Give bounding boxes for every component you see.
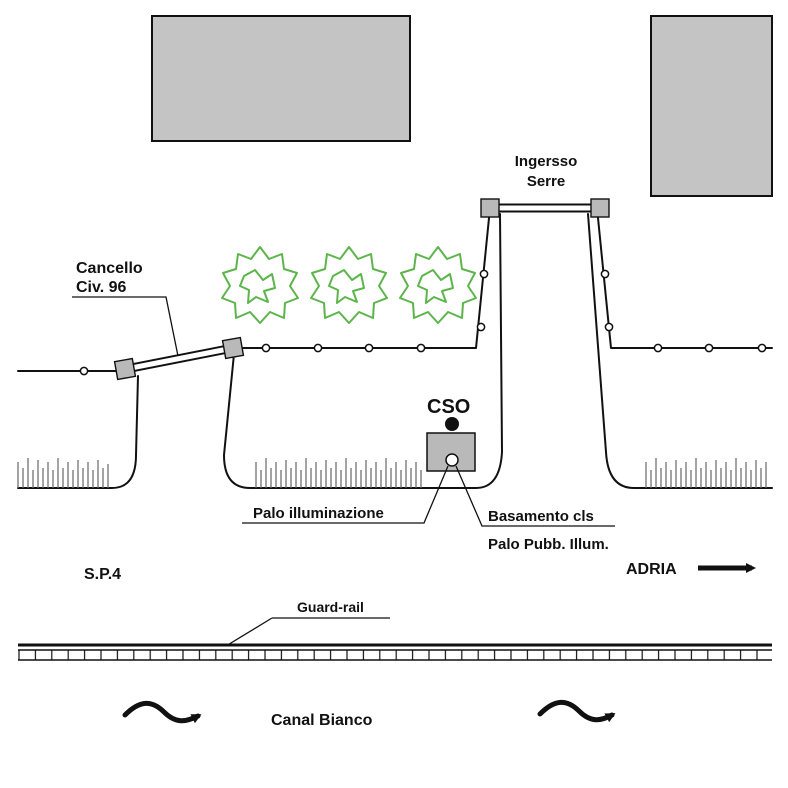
guard-rail-label: Guard-rail <box>297 599 364 615</box>
palo-illuminazione-label: Palo illuminazione <box>253 505 384 522</box>
road-label: S.P.4 <box>84 566 121 583</box>
ingresso-label-line1: Ingersso <box>515 153 578 170</box>
basamento-leader <box>455 465 615 527</box>
adria-label: ADRIA <box>626 561 677 578</box>
palo-illuminazione-marker <box>445 453 459 467</box>
cso-point <box>445 417 459 431</box>
gate-cancello <box>113 336 245 381</box>
shrub-1 <box>221 246 299 324</box>
building-right <box>650 15 773 197</box>
gate-ingresso-serre <box>480 198 610 218</box>
palo-pubb-label: Palo Pubb. Illum. <box>488 536 609 553</box>
fence-nodes <box>79 269 767 376</box>
cancello-label-line2: Civ. 96 <box>76 279 127 296</box>
ingresso-label-line2: Serre <box>527 173 565 190</box>
wavy-flow-arrow-icon <box>537 699 616 723</box>
wavy-flow-arrow-icon <box>122 700 202 724</box>
grass-left <box>17 458 109 488</box>
cancello-label-line1: Cancello <box>76 260 143 277</box>
driveway-cancello <box>17 353 477 489</box>
basamento-label: Basamento cls <box>488 508 594 525</box>
cso-label: CSO <box>427 396 470 418</box>
grass-right <box>645 458 767 488</box>
cancello-leader <box>72 296 179 357</box>
grass-middle <box>255 458 422 488</box>
building-left <box>151 15 411 142</box>
fence-right <box>596 207 773 349</box>
shrub-3 <box>399 246 477 324</box>
palo-illuminazione-leader <box>242 465 449 524</box>
shrub-2 <box>310 246 388 324</box>
guard-rail <box>18 643 772 661</box>
driveway-serre <box>475 213 773 489</box>
guard-rail-leader <box>225 617 390 647</box>
canal-label: Canal Bianco <box>271 712 373 729</box>
